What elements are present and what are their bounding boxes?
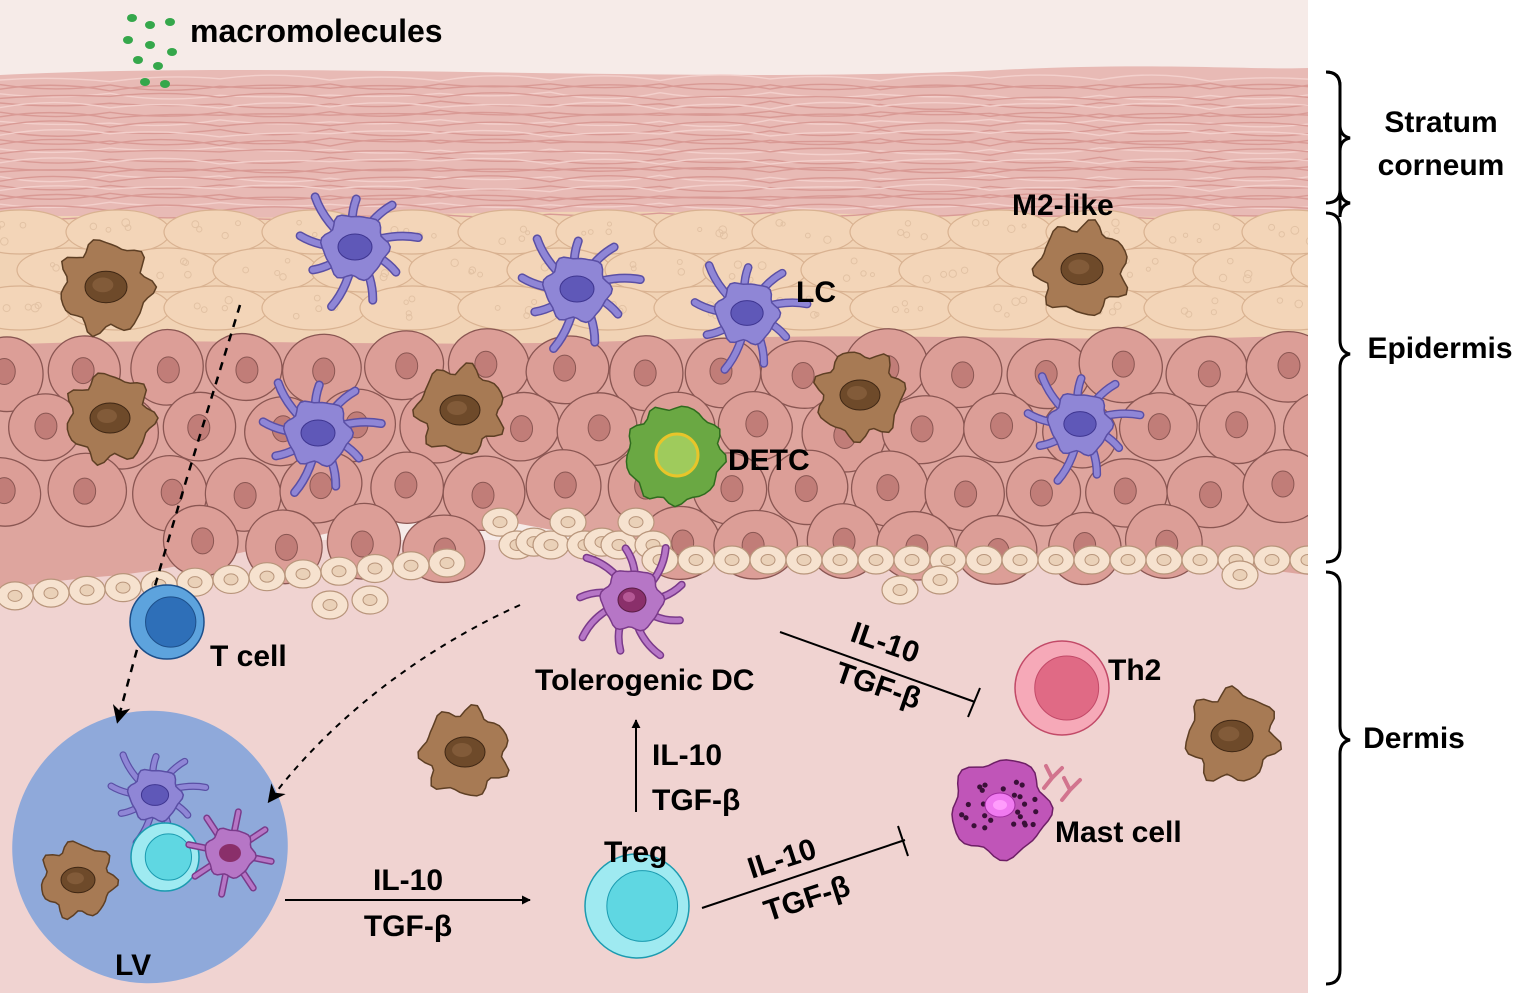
treg-to-mast-inhibition xyxy=(701,825,909,909)
th2-cell-icon xyxy=(1014,640,1110,736)
lv-tolerogenic-dc xyxy=(185,808,275,898)
treg-icon xyxy=(584,853,690,959)
epidermis-label: Epidermis xyxy=(1367,332,1512,365)
m2-macrophage-4 xyxy=(412,362,505,455)
langerhans-cell-5 xyxy=(1023,372,1145,485)
lv-label: LV xyxy=(115,949,151,982)
m2-macrophage-6 xyxy=(417,704,510,797)
treg-to-dc-signal-1: IL-10 xyxy=(652,739,722,772)
cells xyxy=(40,192,1283,959)
upper-epidermis-cells xyxy=(0,209,1308,331)
layer-brackets xyxy=(1325,70,1351,986)
dermis-bracket xyxy=(1325,570,1351,986)
tolerogenic-dc-icon xyxy=(576,543,686,660)
stratum-corneum-bracket-shape xyxy=(1325,70,1351,205)
m2-macrophage-5 xyxy=(812,351,907,444)
dc-to-th2-inhibition xyxy=(779,631,981,718)
m2-macrophage-7 xyxy=(1184,685,1283,782)
m2-macrophage-1 xyxy=(60,239,158,338)
langerhans-cell-4 xyxy=(258,378,386,498)
macromolecules-label: macromolecules xyxy=(190,13,443,49)
m2-macrophage-3 xyxy=(66,372,159,467)
th2-label: Th2 xyxy=(1108,654,1161,687)
m2-macrophage-8 xyxy=(40,840,120,921)
mast-cell-label: Mast cell xyxy=(1055,816,1182,849)
langerhans-cell-2 xyxy=(517,234,645,354)
tolerogenic-dc-label: Tolerogenic DC xyxy=(535,664,754,697)
lc-label: LC xyxy=(796,276,836,309)
stratum-corneum-fibers xyxy=(0,74,1308,221)
corneum-label: corneum xyxy=(1378,149,1505,182)
dc-migration-path xyxy=(267,604,521,804)
m2-like-label: M2-like xyxy=(1012,189,1114,222)
dermis-label: Dermis xyxy=(1363,722,1465,755)
m2-macrophage-2 xyxy=(1031,219,1129,317)
lc-migration-path xyxy=(112,304,242,724)
treg-to-dc-signal-2: TGF-β xyxy=(652,784,740,817)
langerhans-cell-3 xyxy=(690,261,812,374)
tissue-background xyxy=(0,0,1308,993)
treg-label: Treg xyxy=(604,836,667,869)
epidermis-bracket xyxy=(1325,211,1351,564)
basement-membrane-cells xyxy=(0,507,1308,620)
lv-to-treg-signal-2: TGF-β xyxy=(364,910,452,943)
detc-label: DETC xyxy=(728,444,810,477)
t-cell-label: T cell xyxy=(210,640,287,673)
mast-cell-icon xyxy=(951,759,1082,862)
lv-treg-cell xyxy=(130,822,200,892)
macromolecule-dots-icon xyxy=(123,14,177,88)
langerhans-cell-1 xyxy=(295,192,423,312)
detc-icon xyxy=(625,405,727,508)
t-cell-icon xyxy=(129,584,205,660)
stratum-label: Stratum xyxy=(1384,106,1497,139)
lv-to-treg-signal-1: IL-10 xyxy=(373,864,443,897)
